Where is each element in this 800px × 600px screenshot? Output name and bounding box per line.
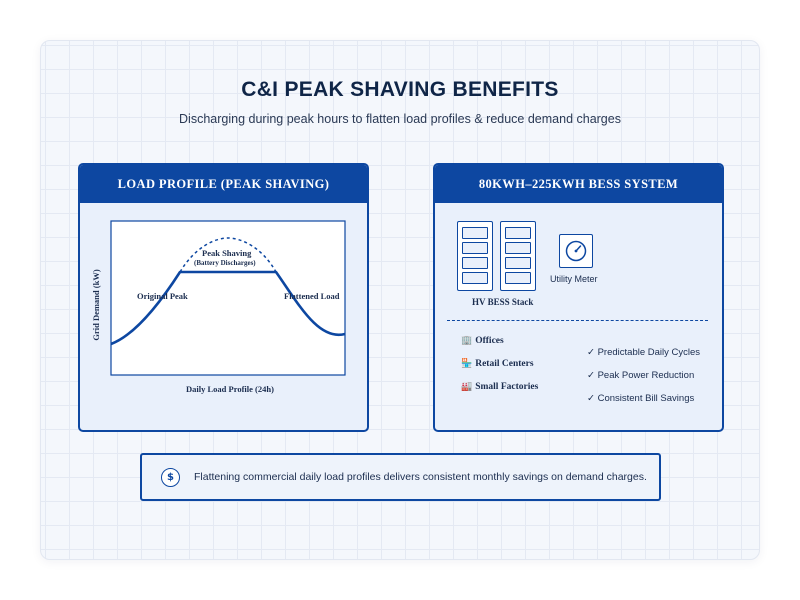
x-axis-label: Daily Load Profile (24h) <box>186 384 274 394</box>
page-subtitle: Discharging during peak hours to flatten… <box>179 112 621 126</box>
flattened-load-curve <box>110 270 346 346</box>
dollar-icon: $ <box>161 467 180 487</box>
y-axis-label: Grid Demand (kW) <box>91 269 101 341</box>
load-profile-diagram <box>110 220 346 376</box>
building-icon: 🏢 <box>461 336 473 346</box>
benefit-predictable-cycles: ✓ Predictable Daily Cycles <box>587 347 701 358</box>
peak-shaving-label: Peak Shaving <box>202 248 252 258</box>
flattened-load-label: Flattened Load <box>284 291 340 301</box>
utility-meter-icon <box>559 234 593 268</box>
savings-callout: $ Flattening commercial daily load profi… <box>140 453 661 501</box>
bess-stack-label: HV BESS Stack <box>472 297 534 307</box>
callout-text: Flattening commercial daily load profile… <box>194 471 647 483</box>
bess-system-title: 80KWH–225KWH BESS SYSTEM <box>435 165 722 203</box>
site-small-factories: 🏭Small Factories <box>461 382 539 392</box>
page-title: C&I PEAK SHAVING BENEFITS <box>241 78 559 101</box>
utility-meter-label: Utility Meter <box>550 274 598 284</box>
battery-rack-icon <box>500 221 536 291</box>
original-peak-curve <box>179 237 277 273</box>
store-icon: 🏪 <box>461 359 473 369</box>
site-offices: 🏢Offices <box>461 336 504 346</box>
benefit-bill-savings: ✓ Consistent Bill Savings <box>587 393 695 404</box>
plot-area <box>110 220 346 376</box>
load-profile-panel: LOAD PROFILE (PEAK SHAVING) Grid Demand … <box>78 163 369 432</box>
load-profile-title: LOAD PROFILE (PEAK SHAVING) <box>80 165 367 203</box>
battery-rack-icon <box>457 221 493 291</box>
factory-icon: 🏭 <box>461 382 473 392</box>
battery-discharge-label: (Battery Discharges) <box>194 259 256 267</box>
section-divider <box>447 320 708 321</box>
bess-system-panel: 80KWH–225KWH BESS SYSTEM HV BESS Stack U… <box>433 163 724 432</box>
benefit-peak-reduction: ✓ Peak Power Reduction <box>587 370 695 381</box>
site-retail-centers: 🏪Retail Centers <box>461 359 534 369</box>
original-peak-label: Original Peak <box>137 291 188 301</box>
